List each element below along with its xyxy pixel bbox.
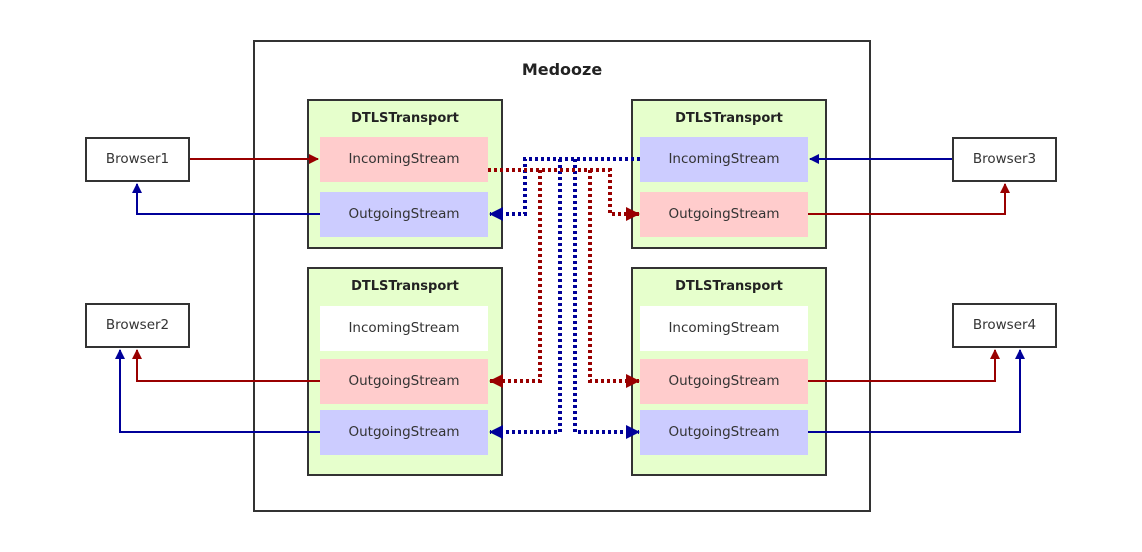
incoming-stream-2: IncomingStream [320, 306, 488, 351]
incoming-stream-4: IncomingStream [640, 306, 808, 351]
transport-title: DTLSTransport [675, 279, 783, 294]
browser-3: Browser3 [952, 137, 1057, 182]
outgoing-stream-2-blue: OutgoingStream [320, 410, 488, 455]
incoming-stream-3: IncomingStream [640, 137, 808, 182]
transport-title: DTLSTransport [351, 279, 459, 294]
outgoing-stream-4-blue: OutgoingStream [640, 410, 808, 455]
browser-2: Browser2 [85, 303, 190, 348]
incoming-stream-1: IncomingStream [320, 137, 488, 182]
transport-title: DTLSTransport [351, 111, 459, 126]
medooze-title: Medooze [521, 60, 603, 79]
outgoing-stream-1: OutgoingStream [320, 192, 488, 237]
browser-1: Browser1 [85, 137, 190, 182]
outgoing-stream-2-red: OutgoingStream [320, 359, 488, 404]
browser-4: Browser4 [952, 303, 1057, 348]
outgoing-stream-4-red: OutgoingStream [640, 359, 808, 404]
transport-title: DTLSTransport [675, 111, 783, 126]
outgoing-stream-3: OutgoingStream [640, 192, 808, 237]
